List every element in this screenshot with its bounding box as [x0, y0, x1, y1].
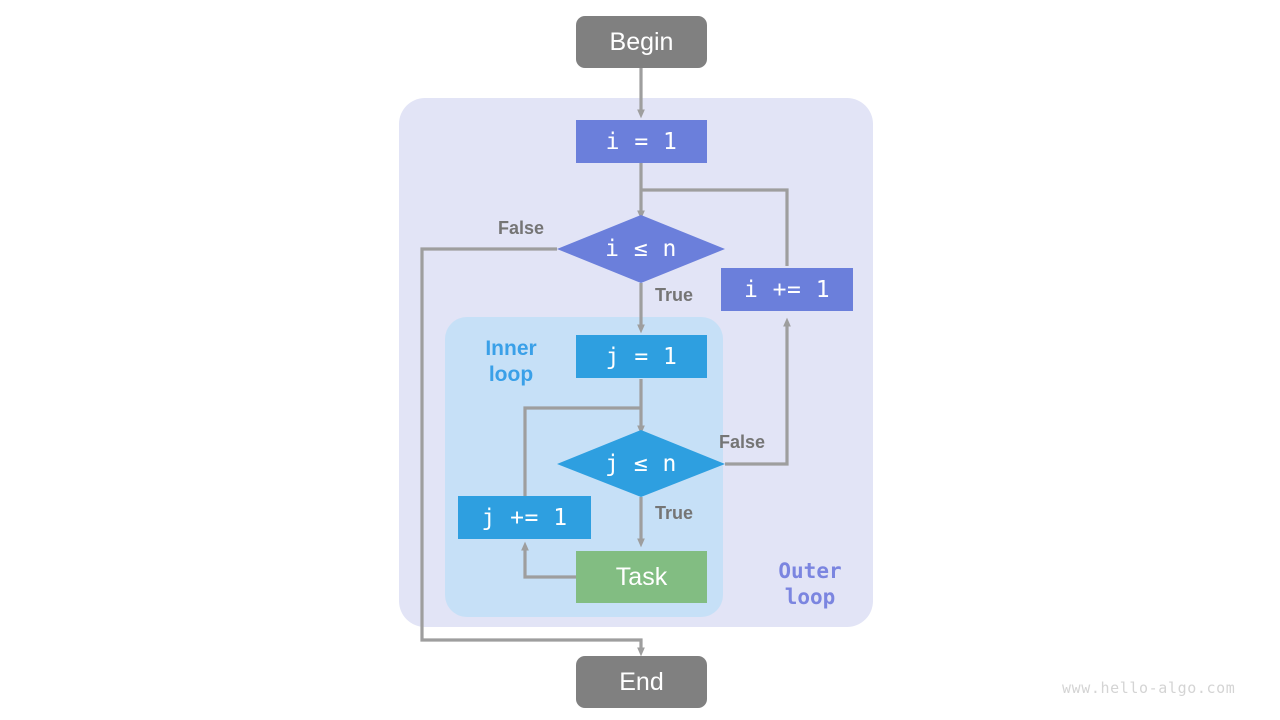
edge-incr-j-to-cond-j: [523, 406, 641, 496]
node-init-j[interactable]: j = 1: [576, 335, 707, 378]
node-end[interactable]: End: [576, 656, 707, 708]
inner-loop-label-line2: loop: [488, 362, 534, 386]
edge-label-cond-i-true: True: [655, 285, 694, 305]
node-begin-label: Begin: [609, 27, 674, 56]
node-incr-j[interactable]: j += 1: [458, 496, 591, 539]
outer-loop-label: Outer loop: [762, 559, 858, 610]
edge-task-to-incr-j: [521, 541, 576, 579]
node-end-label: End: [619, 667, 664, 696]
inner-loop-label: Inner loop: [467, 336, 555, 387]
node-incr-i-label: i += 1: [743, 276, 831, 303]
decision-shapes: [557, 215, 725, 497]
edge-label-cond-j-false: False: [719, 432, 766, 452]
edge-label-cond-j-true: True: [655, 503, 694, 523]
cond-j-diamond: [557, 430, 725, 497]
node-init-i-label: i = 1: [605, 128, 678, 155]
edge-cond-j-false-to-incr-i: [725, 317, 791, 466]
inner-loop-label-line1: Inner: [485, 337, 537, 360]
node-init-i[interactable]: i = 1: [576, 120, 707, 163]
edge-label-cond-i-false: False: [498, 218, 545, 238]
cond-i-diamond: [557, 215, 725, 283]
node-incr-i[interactable]: i += 1: [721, 268, 853, 311]
watermark: www.hello-algo.com: [1062, 679, 1236, 697]
node-task[interactable]: Task: [576, 551, 707, 603]
node-task-label: Task: [615, 562, 668, 591]
node-begin[interactable]: Begin: [576, 16, 707, 68]
outer-loop-label-line2: loop: [784, 584, 836, 609]
edge-incr-i-to-cond-i: [641, 188, 789, 266]
node-init-j-label: j = 1: [605, 343, 678, 370]
outer-loop-label-line1: Outer: [778, 559, 842, 583]
edge-cond-i-false-to-end: [420, 247, 645, 657]
node-incr-j-label: j += 1: [481, 504, 568, 531]
